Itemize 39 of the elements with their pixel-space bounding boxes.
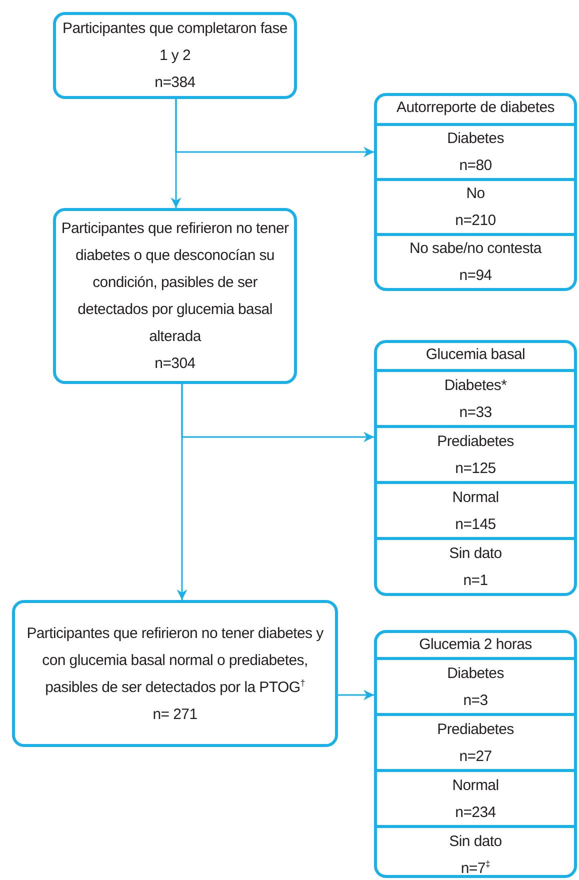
count-text: n=80 xyxy=(458,156,493,176)
group-box xyxy=(374,93,577,291)
count-text: n=210 xyxy=(454,211,497,231)
node-text: Diabetes xyxy=(446,129,505,149)
node-text: Normal xyxy=(451,488,500,508)
node-text: No sabe/no contesta xyxy=(408,239,543,259)
count-text: n=384 xyxy=(154,73,196,93)
node-text: Normal xyxy=(451,776,500,796)
count-text: n=7$^{‡}$ xyxy=(460,858,492,875)
arrow xyxy=(338,690,374,700)
process-box xyxy=(53,208,297,384)
process-box xyxy=(12,600,338,747)
node-text: Prediabetes xyxy=(436,720,515,740)
group-heading: Glucemia basal xyxy=(424,345,526,365)
node-text: Prediabetes xyxy=(436,432,515,452)
count-text: n=1 xyxy=(462,570,489,590)
count-text: n=94 xyxy=(458,266,493,286)
arrow xyxy=(175,99,374,158)
count-text: n=3 xyxy=(462,690,489,710)
node-text: Diabetes* xyxy=(443,376,508,396)
count-text: n=125 xyxy=(454,458,497,478)
group-box xyxy=(374,630,577,878)
arrow xyxy=(181,384,374,442)
count-text: n= 271 xyxy=(152,704,198,724)
node-text: Participantes que refirieron no tener diabetes y con glucemia basal normal o prediabetes, pasibles de ser detectados por la PTOG$^{†}$ xyxy=(26,624,324,698)
node-text: Sin dato xyxy=(448,544,503,564)
category-row xyxy=(377,825,574,875)
group-heading: Autorreporte de diabetes xyxy=(396,98,556,118)
count-text: n=304 xyxy=(154,354,196,374)
group-heading: Glucemia 2 horas xyxy=(418,635,533,655)
process-box xyxy=(53,12,297,99)
node-text: Diabetes xyxy=(446,664,505,684)
count-text: n=145 xyxy=(454,514,497,534)
group-box xyxy=(374,340,577,596)
count-text: n=27 xyxy=(458,746,493,766)
node-text: Sin dato xyxy=(448,832,503,852)
count-text: n=234 xyxy=(454,802,497,822)
count-text: n=33 xyxy=(458,402,493,422)
node-text: No xyxy=(465,184,486,204)
